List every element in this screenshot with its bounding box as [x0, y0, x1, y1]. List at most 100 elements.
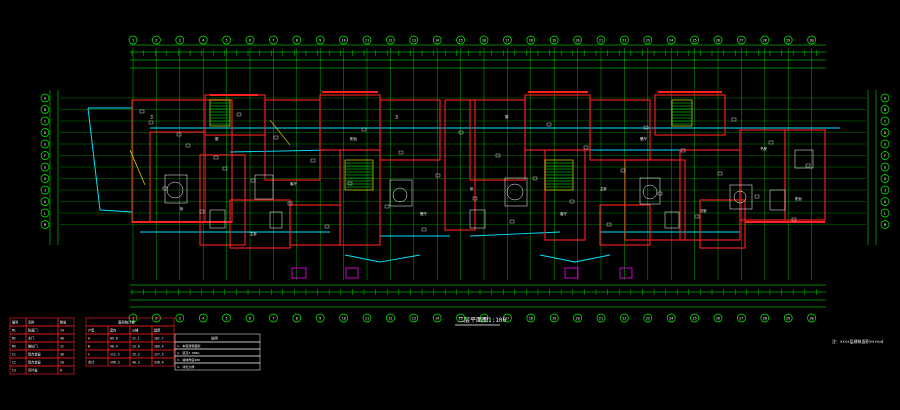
legend-cell-text: 36 — [60, 353, 64, 357]
stair-diagonal — [129, 149, 146, 186]
axis-bubble — [880, 197, 890, 206]
axis-bubble — [269, 313, 278, 323]
axis-bubble — [666, 313, 676, 323]
legend-cell-text: C3 — [12, 369, 16, 373]
axis-bubble — [40, 174, 50, 183]
wall-room-outline — [654, 94, 726, 136]
legend-cell-text: 12 — [60, 345, 64, 349]
axis-bubble — [362, 35, 372, 45]
axis-bubble — [198, 35, 208, 45]
axis-bubble-label: 3 — [179, 316, 181, 320]
axis-bubble — [666, 35, 676, 45]
axis-bubble-label: 10 — [341, 38, 345, 42]
furniture-item — [389, 179, 413, 207]
axis-bubble — [880, 93, 890, 103]
fixture-detail — [495, 153, 501, 158]
room-tag: 客厅 — [290, 181, 298, 186]
axis-bubble-label: D — [44, 131, 46, 135]
area-table-cell-text: 15.2 — [132, 353, 140, 357]
fixture-detail — [694, 214, 700, 219]
fixture-detail — [236, 112, 242, 117]
axis-bubble — [40, 162, 50, 172]
axis-bubble — [269, 35, 278, 45]
axis-bubble — [339, 313, 348, 323]
fixture-detail — [139, 109, 145, 114]
fixture-detail — [805, 163, 811, 168]
fixture-detail — [213, 155, 219, 160]
axis-bubble-label: A — [44, 96, 47, 100]
sheet-title: 二层平面图1:100 — [458, 317, 506, 324]
axis-bubble-label: 7 — [272, 38, 274, 42]
axis-bubble-label: 18 — [529, 316, 533, 320]
table-fixture — [733, 190, 747, 204]
axis-bubble — [432, 35, 442, 45]
area-table-cell-text: 套内 — [110, 328, 116, 333]
legend-cell-text: 48 — [60, 337, 64, 341]
area-table-cell-text: 户型 — [88, 328, 95, 333]
notes-table-cell-text: 3. 墙体厚度200 — [177, 357, 200, 362]
axis-bubble-label: 17 — [505, 316, 509, 320]
wall-room-outline — [624, 159, 686, 241]
axis-bubble-label: 4 — [202, 38, 204, 42]
area-table-cell-text: 338.6 — [154, 361, 164, 365]
notes-table-cell-text: 2. 层高3.000m — [177, 350, 199, 355]
axis-bubble — [880, 220, 890, 229]
axis-bubble-label: 24 — [669, 38, 673, 42]
table-fixture — [506, 183, 524, 201]
table-fixture — [392, 187, 408, 203]
axis-bubble — [292, 313, 302, 323]
area-table-cell-text: 101.7 — [154, 337, 164, 341]
window-line — [539, 254, 576, 263]
room-tag: 次卧 — [700, 208, 708, 213]
fixture-detail — [310, 158, 316, 163]
axis-bubble — [339, 35, 348, 45]
axis-bubble — [596, 35, 606, 45]
axis-bubble — [620, 313, 629, 323]
axis-bubble — [573, 35, 582, 45]
axis-bubble — [128, 35, 138, 45]
axis-bubble — [549, 313, 559, 323]
fixture-detail — [754, 194, 760, 199]
furniture-item — [164, 174, 188, 204]
axis-bubble — [315, 313, 325, 323]
notes-table-cell-text: 4. 详见大样 — [177, 364, 194, 369]
room-tag: 主卧 — [600, 186, 608, 191]
axis-bubble-label: 28 — [763, 38, 767, 42]
axis-bubble-label: 11 — [365, 316, 369, 320]
axis-bubble-label: 16 — [482, 38, 486, 42]
axis-bubble — [175, 35, 185, 45]
axis-bubble — [40, 151, 50, 160]
legend-cell-text: C1 — [12, 353, 16, 357]
room-tag: 卧 — [470, 186, 474, 191]
dimension-lines — [49, 44, 877, 308]
stair-block — [671, 99, 693, 127]
furniture-item — [769, 189, 786, 211]
axis-bubble-label: 8 — [296, 316, 298, 320]
fixture-detail — [606, 222, 612, 227]
axis-bubble — [175, 313, 185, 323]
wall-room-outline — [544, 149, 586, 241]
legend-cell-text: 百叶窗 — [28, 368, 38, 373]
fixture-detail — [791, 217, 797, 222]
area-table-cell-text: 建筑 — [154, 328, 161, 333]
axis-bubble-label: L — [44, 211, 46, 215]
axis-bubble — [40, 105, 50, 114]
window-line — [87, 107, 101, 211]
room-tag: 阳台 — [350, 136, 358, 141]
room-tag: 餐厅 — [420, 211, 428, 216]
axis-bubble-label: 12 — [388, 316, 392, 320]
window-line — [229, 149, 331, 153]
area-table-cell-text: 12.1 — [132, 337, 140, 341]
legend-cell-text: 木门 — [28, 336, 34, 341]
fixture-detail — [162, 186, 168, 191]
legend-cell-text: 编号 — [12, 320, 18, 325]
fixture-detail — [680, 148, 686, 153]
axis-bubble-label: H — [44, 177, 46, 181]
axis-bubble-label: G — [44, 165, 46, 169]
window-line — [99, 209, 133, 213]
legend-cell-text: 24 — [60, 329, 64, 333]
fixture-detail — [509, 219, 515, 224]
legend-cell-text: M3 — [12, 345, 16, 349]
fixture-detail — [620, 168, 626, 173]
